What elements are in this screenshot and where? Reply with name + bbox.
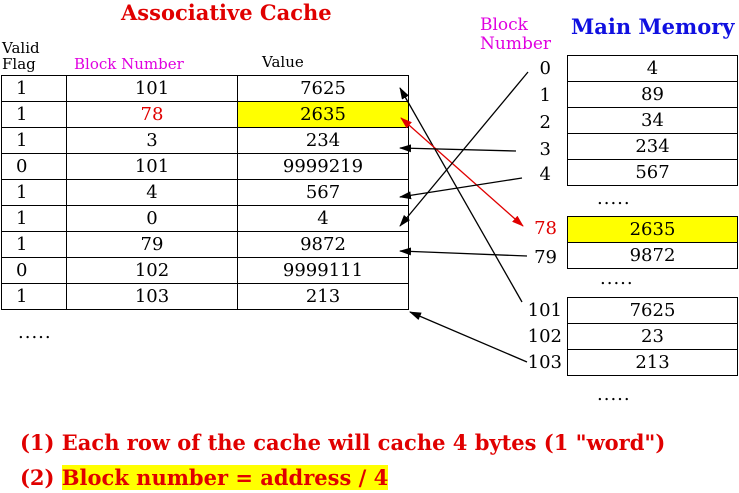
mem-block-label: 2 <box>539 112 551 133</box>
valid-cell: 1 <box>1 231 67 258</box>
block-cell: 4 <box>66 179 238 206</box>
memory-label-line1: Block <box>480 15 528 35</box>
arrow-101-to-row0 <box>399 87 523 303</box>
memory-row: 567 <box>567 159 738 186</box>
value-cell: 213 <box>237 283 409 310</box>
mem-block-label: 1 <box>539 85 551 106</box>
memory-row: 89 <box>567 81 738 108</box>
block-cell: 0 <box>66 205 238 232</box>
block-cell: 3 <box>66 127 238 154</box>
value-cell: 4 <box>237 205 409 232</box>
memory-row: 23 <box>567 323 738 350</box>
arrow-78-row1 <box>400 117 524 227</box>
valid-cell: 0 <box>1 153 67 180</box>
block-cell: 103 <box>66 283 238 310</box>
memory-value: 7625 <box>567 297 738 324</box>
valid-header-line2: Flag <box>2 55 36 73</box>
block-cell: 102 <box>66 257 238 284</box>
valid-cell: 1 <box>1 127 67 154</box>
cache-table: 1 101 7625 1 78 2635 1 3 234 0 101 99992… <box>1 75 409 310</box>
memory-table-group3: 7625 23 213 <box>567 297 738 376</box>
cache-row: 1 78 2635 <box>1 101 409 128</box>
memory-label-line2: Number <box>480 34 552 54</box>
memory-value: 9872 <box>567 242 738 269</box>
valid-header-line1: Valid <box>2 39 40 57</box>
valid-cell: 1 <box>1 205 67 232</box>
memory-value: 4 <box>567 55 738 82</box>
memory-dots-1: ..... <box>597 188 631 209</box>
cache-row: 1 4 567 <box>1 179 409 206</box>
block-cell: 101 <box>66 153 238 180</box>
memory-row: 34 <box>567 107 738 134</box>
mem-block-label: 4 <box>539 164 551 185</box>
mem-block-label: 101 <box>527 300 562 321</box>
arrow-79-to-row6 <box>399 247 528 257</box>
memory-value: 567 <box>567 159 738 186</box>
value-cell: 234 <box>237 127 409 154</box>
arrow-103-to-row8 <box>409 311 528 363</box>
mem-block-label-highlighted: 78 <box>534 218 557 239</box>
memory-value: 23 <box>567 323 738 350</box>
memory-row: 2635 <box>567 216 738 243</box>
arrow-4-to-row4 <box>399 177 523 200</box>
arrow-0-to-row5 <box>399 71 529 227</box>
memory-value: 213 <box>567 349 738 376</box>
value-cell: 9999219 <box>237 153 409 180</box>
mem-block-label: 103 <box>527 352 562 373</box>
cache-more-dots: ..... <box>18 322 52 343</box>
block-cell: 79 <box>66 231 238 258</box>
memory-row: 213 <box>567 349 738 376</box>
memory-dots-2: ..... <box>600 268 634 289</box>
mem-block-label: 102 <box>527 326 562 347</box>
note-2: (2) Block number = address / 4 <box>20 465 389 490</box>
block-cell-highlighted: 78 <box>66 101 238 128</box>
value-cell: 9999111 <box>237 257 409 284</box>
value-cell-highlighted: 2635 <box>237 101 409 128</box>
memory-row: 7625 <box>567 297 738 324</box>
arrow-3-to-row2 <box>399 144 517 153</box>
block-cell: 101 <box>66 75 238 102</box>
value-header: Value <box>262 53 304 71</box>
memory-row: 9872 <box>567 242 738 269</box>
memory-table-group2: 2635 9872 <box>567 216 738 269</box>
value-cell: 9872 <box>237 231 409 258</box>
block-number-header: Block Number <box>74 55 184 73</box>
cache-row: 1 79 9872 <box>1 231 409 258</box>
memory-title: Main Memory <box>571 14 735 39</box>
memory-value: 89 <box>567 81 738 108</box>
note-1: (1) Each row of the cache will cache 4 b… <box>20 430 666 455</box>
cache-row: 0 102 9999111 <box>1 257 409 284</box>
memory-block-number-label: Block Number <box>480 16 551 54</box>
valid-cell: 1 <box>1 75 67 102</box>
cache-row: 1 103 213 <box>1 283 409 310</box>
memory-dots-3: ..... <box>597 384 631 405</box>
memory-value: 234 <box>567 133 738 160</box>
valid-flag-header: Valid Flag <box>2 40 40 72</box>
cache-title: Associative Cache <box>121 0 332 25</box>
cache-row: 1 0 4 <box>1 205 409 232</box>
cache-row: 0 101 9999219 <box>1 153 409 180</box>
mem-block-label: 0 <box>539 58 551 79</box>
note-2-prefix: (2) <box>20 465 62 490</box>
cache-row: 1 101 7625 <box>1 75 409 102</box>
mem-block-label: 79 <box>534 247 557 268</box>
cache-row: 1 3 234 <box>1 127 409 154</box>
valid-cell: 1 <box>1 283 67 310</box>
memory-row: 234 <box>567 133 738 160</box>
value-cell: 7625 <box>237 75 409 102</box>
mem-block-label: 3 <box>539 139 551 160</box>
memory-table-group1: 4 89 34 234 567 <box>567 55 738 186</box>
value-cell: 567 <box>237 179 409 206</box>
valid-cell: 1 <box>1 101 67 128</box>
memory-row: 4 <box>567 55 738 82</box>
note-2-highlight: Block number = address / 4 <box>61 465 389 490</box>
valid-cell: 0 <box>1 257 67 284</box>
memory-value: 34 <box>567 107 738 134</box>
valid-cell: 1 <box>1 179 67 206</box>
memory-value-highlighted: 2635 <box>567 216 738 243</box>
